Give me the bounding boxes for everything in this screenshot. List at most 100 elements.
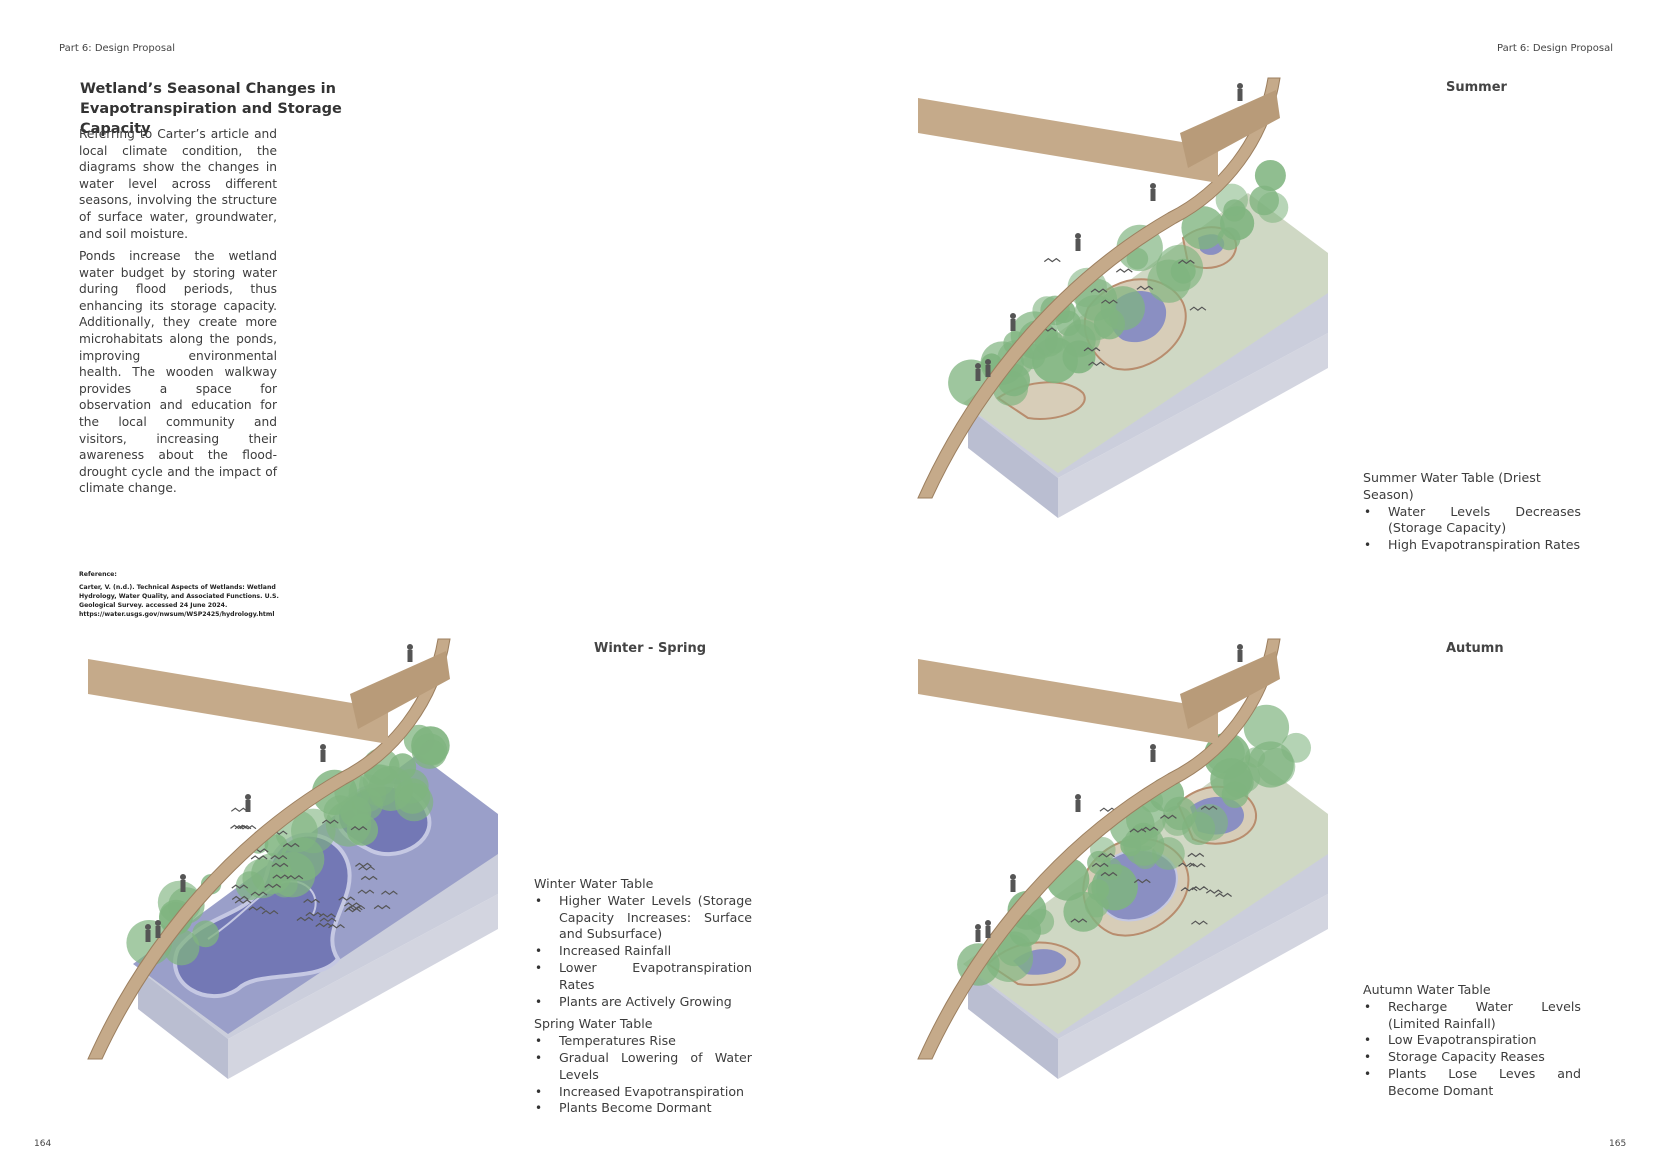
bird-icon <box>1178 259 1195 265</box>
wooden-walkway <box>917 638 1281 1060</box>
person-icon <box>407 644 413 650</box>
walkway-deck <box>350 651 450 729</box>
bird-icon <box>1083 347 1101 352</box>
person-icon <box>985 920 991 926</box>
bird-icon <box>1101 299 1118 304</box>
walkway-deck <box>1180 90 1280 168</box>
winter-spring-notes: Winter Water Table Higher Water Levels (… <box>534 876 752 1123</box>
tree-canopy <box>280 837 325 882</box>
page-number-right: 165 <box>1609 1139 1627 1149</box>
bird-icon <box>355 862 372 868</box>
bird-icon <box>319 917 337 923</box>
tree-canopy <box>393 768 429 804</box>
bird-icon <box>1070 918 1088 923</box>
bird-icon <box>1100 871 1118 877</box>
winter-item: Plants are Actively Growing <box>535 994 752 1011</box>
summer-wetland-diagram <box>917 77 1328 518</box>
bird-icon <box>261 910 279 915</box>
summer-item: High Evapotranspiration Rates <box>1364 537 1581 554</box>
walkway-deck <box>1180 651 1280 729</box>
bird-icon <box>264 883 282 889</box>
summer-heading: Summer Water Table (Driest Season) <box>1363 470 1541 502</box>
bird-icon <box>1141 826 1159 832</box>
autumn-item: Recharge Water Levels (Limited Rainfall) <box>1364 999 1581 1033</box>
person-icon <box>1010 313 1016 319</box>
tree-canopy <box>340 796 372 828</box>
bird-icon <box>381 890 398 896</box>
tree-canopy <box>1044 332 1066 354</box>
person-icon <box>245 794 251 800</box>
gravel-layer-front <box>968 969 1058 1079</box>
person-icon <box>1150 189 1156 201</box>
autumn-item: Plants Lose Leves and Become Domant <box>1364 1066 1581 1100</box>
tree-canopy <box>1062 340 1096 374</box>
person-icon <box>975 924 981 930</box>
header-left: Part 6: Design Proposal <box>59 43 175 54</box>
bird-icon <box>1160 814 1177 820</box>
wooden-walkway <box>917 77 1281 499</box>
person-icon <box>145 924 151 930</box>
reference-label: Reference: <box>79 571 117 578</box>
spring-item: Plants Become Dormant <box>535 1100 752 1117</box>
bird-icon <box>338 896 356 901</box>
tree-canopy <box>1147 259 1191 303</box>
gravel-layer-side <box>1058 333 1328 518</box>
winter-spring-wetland-diagram <box>87 638 498 1079</box>
bird-icon <box>344 907 361 913</box>
tree-canopy <box>1123 824 1165 866</box>
bird-icon <box>250 891 268 896</box>
person-icon <box>1075 794 1081 800</box>
tree-canopy <box>1254 160 1286 191</box>
bird-icon <box>231 895 249 901</box>
bird-icon <box>1136 285 1154 291</box>
person-icon <box>975 930 981 942</box>
person-icon <box>1237 83 1243 89</box>
spring-heading: Spring Water Table <box>534 1016 653 1032</box>
walkway-bridge <box>918 98 1218 183</box>
bird-icon <box>250 855 268 860</box>
person-icon <box>320 750 326 762</box>
tree-canopy <box>359 764 402 807</box>
spring-item: Gradual Lowering of Water Levels <box>535 1050 752 1084</box>
intro-paragraph-2: Ponds increase the wetland water budget … <box>79 249 277 496</box>
person-icon <box>320 744 326 750</box>
person-icon <box>180 874 186 880</box>
person-icon <box>1010 880 1016 892</box>
bird-icon <box>1115 268 1133 273</box>
person-icon <box>155 920 161 926</box>
bird-icon <box>230 807 248 813</box>
bird-icon <box>286 875 304 880</box>
person-icon <box>985 359 991 365</box>
person-icon <box>145 930 151 942</box>
bird-icon <box>1191 920 1208 925</box>
bird-icon <box>358 865 375 871</box>
bird-icon <box>272 874 290 879</box>
spring-item: Increased Evapotranspiration <box>535 1084 752 1101</box>
bird-icon <box>1205 889 1223 894</box>
summer-title: Summer <box>1446 80 1507 95</box>
section-title: Wetland’s Seasonal Changes in Evapotrans… <box>80 79 410 139</box>
bird-icon <box>1191 886 1209 891</box>
winter-heading: Winter Water Table <box>534 876 654 891</box>
bird-icon <box>282 842 300 848</box>
person-icon <box>1075 239 1081 251</box>
bird-icon <box>1091 862 1109 868</box>
tree-canopy <box>1249 185 1279 216</box>
bird-icon <box>1187 852 1205 858</box>
bird-icon <box>1188 863 1206 868</box>
bird-icon <box>1189 306 1207 311</box>
bird-icon <box>248 906 266 911</box>
bird-icon <box>231 884 249 889</box>
tree-canopy <box>1162 805 1193 836</box>
person-icon <box>985 365 991 377</box>
page-number-left: 164 <box>34 1139 52 1149</box>
gravel-layer-side <box>1058 894 1328 1079</box>
person-icon <box>975 369 981 381</box>
person-icon <box>155 926 161 938</box>
bird-icon <box>1090 288 1108 293</box>
autumn-heading: Autumn Water Table <box>1363 982 1491 997</box>
tree-canopy <box>1084 893 1109 918</box>
summer-item: Water Levels Decreases (Storage Capacity… <box>1364 504 1581 538</box>
spring-list: Temperatures Rise Gradual Lowering of Wa… <box>534 1033 752 1117</box>
bird-icon <box>1215 892 1232 898</box>
